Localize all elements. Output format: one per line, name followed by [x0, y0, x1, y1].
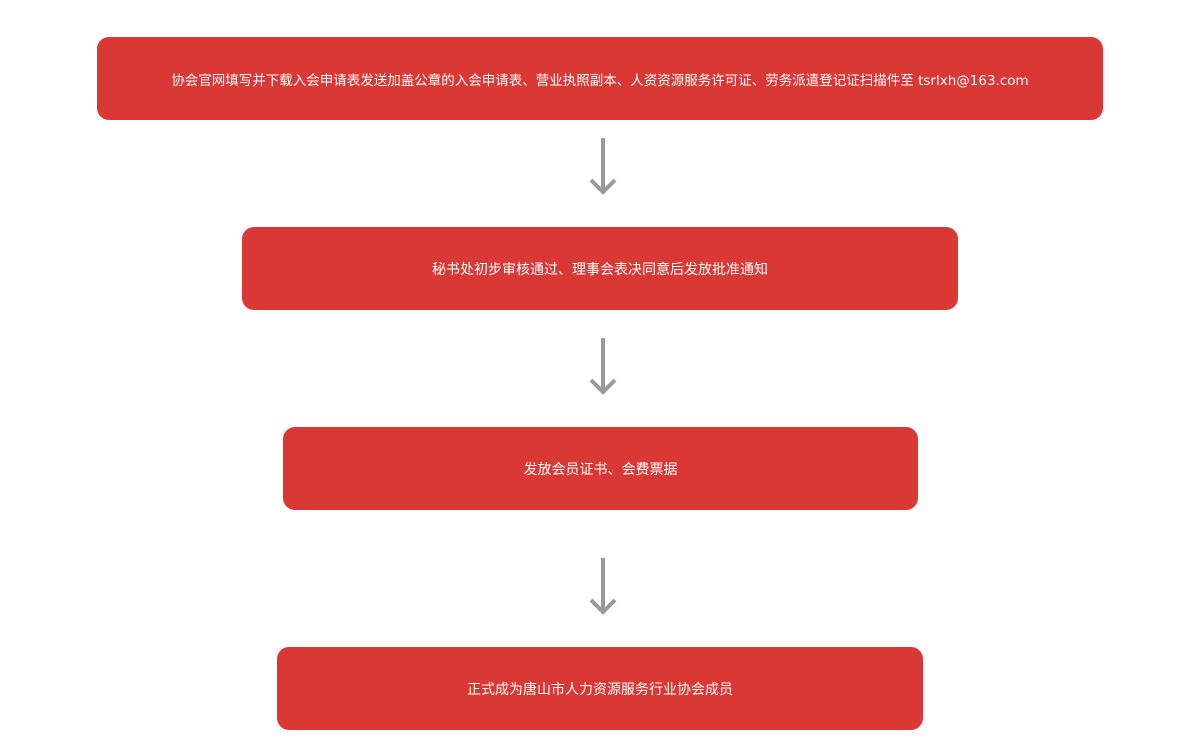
flow-step-2: 秘书处初步审核通过、理事会表决同意后发放批准通知: [242, 227, 958, 310]
flow-step-3: 发放会员证书、会费票据: [283, 427, 918, 510]
flow-step-1: 协会官网填写并下载入会申请表发送加盖公章的入会申请表、营业执照副本、人资资源服务…: [97, 37, 1103, 120]
arrow-down-icon: [589, 558, 617, 615]
flow-step-4-label: 正式成为唐山市人力资源服务行业协会成员: [467, 681, 733, 698]
flow-step-1-label: 协会官网填写并下载入会申请表发送加盖公章的入会申请表、营业执照副本、人资资源服务…: [171, 72, 1029, 89]
flow-step-3-label: 发放会员证书、会费票据: [523, 461, 678, 478]
flow-step-4: 正式成为唐山市人力资源服务行业协会成员: [277, 647, 923, 730]
arrow-down-icon: [589, 138, 617, 195]
arrow-down-icon: [589, 338, 617, 395]
flow-step-2-label: 秘书处初步审核通过、理事会表决同意后发放批准通知: [432, 261, 768, 278]
